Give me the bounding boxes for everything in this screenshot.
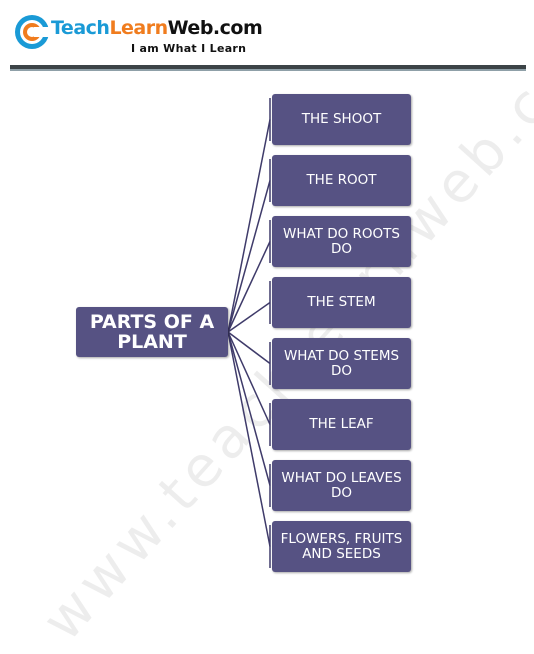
- site-header: TeachLearnWeb.com I am What I Learn: [0, 0, 534, 75]
- node-the-shoot: THE SHOOT: [272, 94, 411, 145]
- brand-name[interactable]: TeachLearnWeb.com: [51, 17, 263, 39]
- tagline: I am What I Learn: [131, 42, 247, 55]
- connector-line-3: [227, 301, 271, 333]
- node-flowers-fruits-and-seeds: FLOWERS, FRUITS AND SEEDS: [272, 521, 411, 572]
- brand-part-teach: Teach: [51, 17, 110, 39]
- node-the-leaf: THE LEAF: [272, 399, 411, 450]
- connector-line-4: [227, 331, 271, 365]
- header-divider: [10, 65, 526, 71]
- connector-line-0: [227, 119, 271, 333]
- node-the-root: THE ROOT: [272, 155, 411, 206]
- connector-line-6: [227, 331, 271, 486]
- node-what-do-roots-do: WHAT DO ROOTS DO: [272, 216, 411, 267]
- root-node: PARTS OF A PLANT: [76, 307, 228, 357]
- connector-line-2: [227, 241, 271, 333]
- node-the-stem: THE STEM: [272, 277, 411, 328]
- connector-line-1: [227, 180, 271, 333]
- connector-lines: [227, 98, 271, 568]
- brand-part-learn: Learn: [109, 17, 168, 39]
- brand-part-web: Web.com: [167, 17, 263, 39]
- node-what-do-leaves-do: WHAT DO LEAVES DO: [272, 460, 411, 511]
- logo-icon: [15, 15, 50, 49]
- node-what-do-stems-do: WHAT DO STEMS DO: [272, 338, 411, 389]
- connector-line-7: [227, 331, 271, 547]
- connector-line-5: [227, 331, 271, 425]
